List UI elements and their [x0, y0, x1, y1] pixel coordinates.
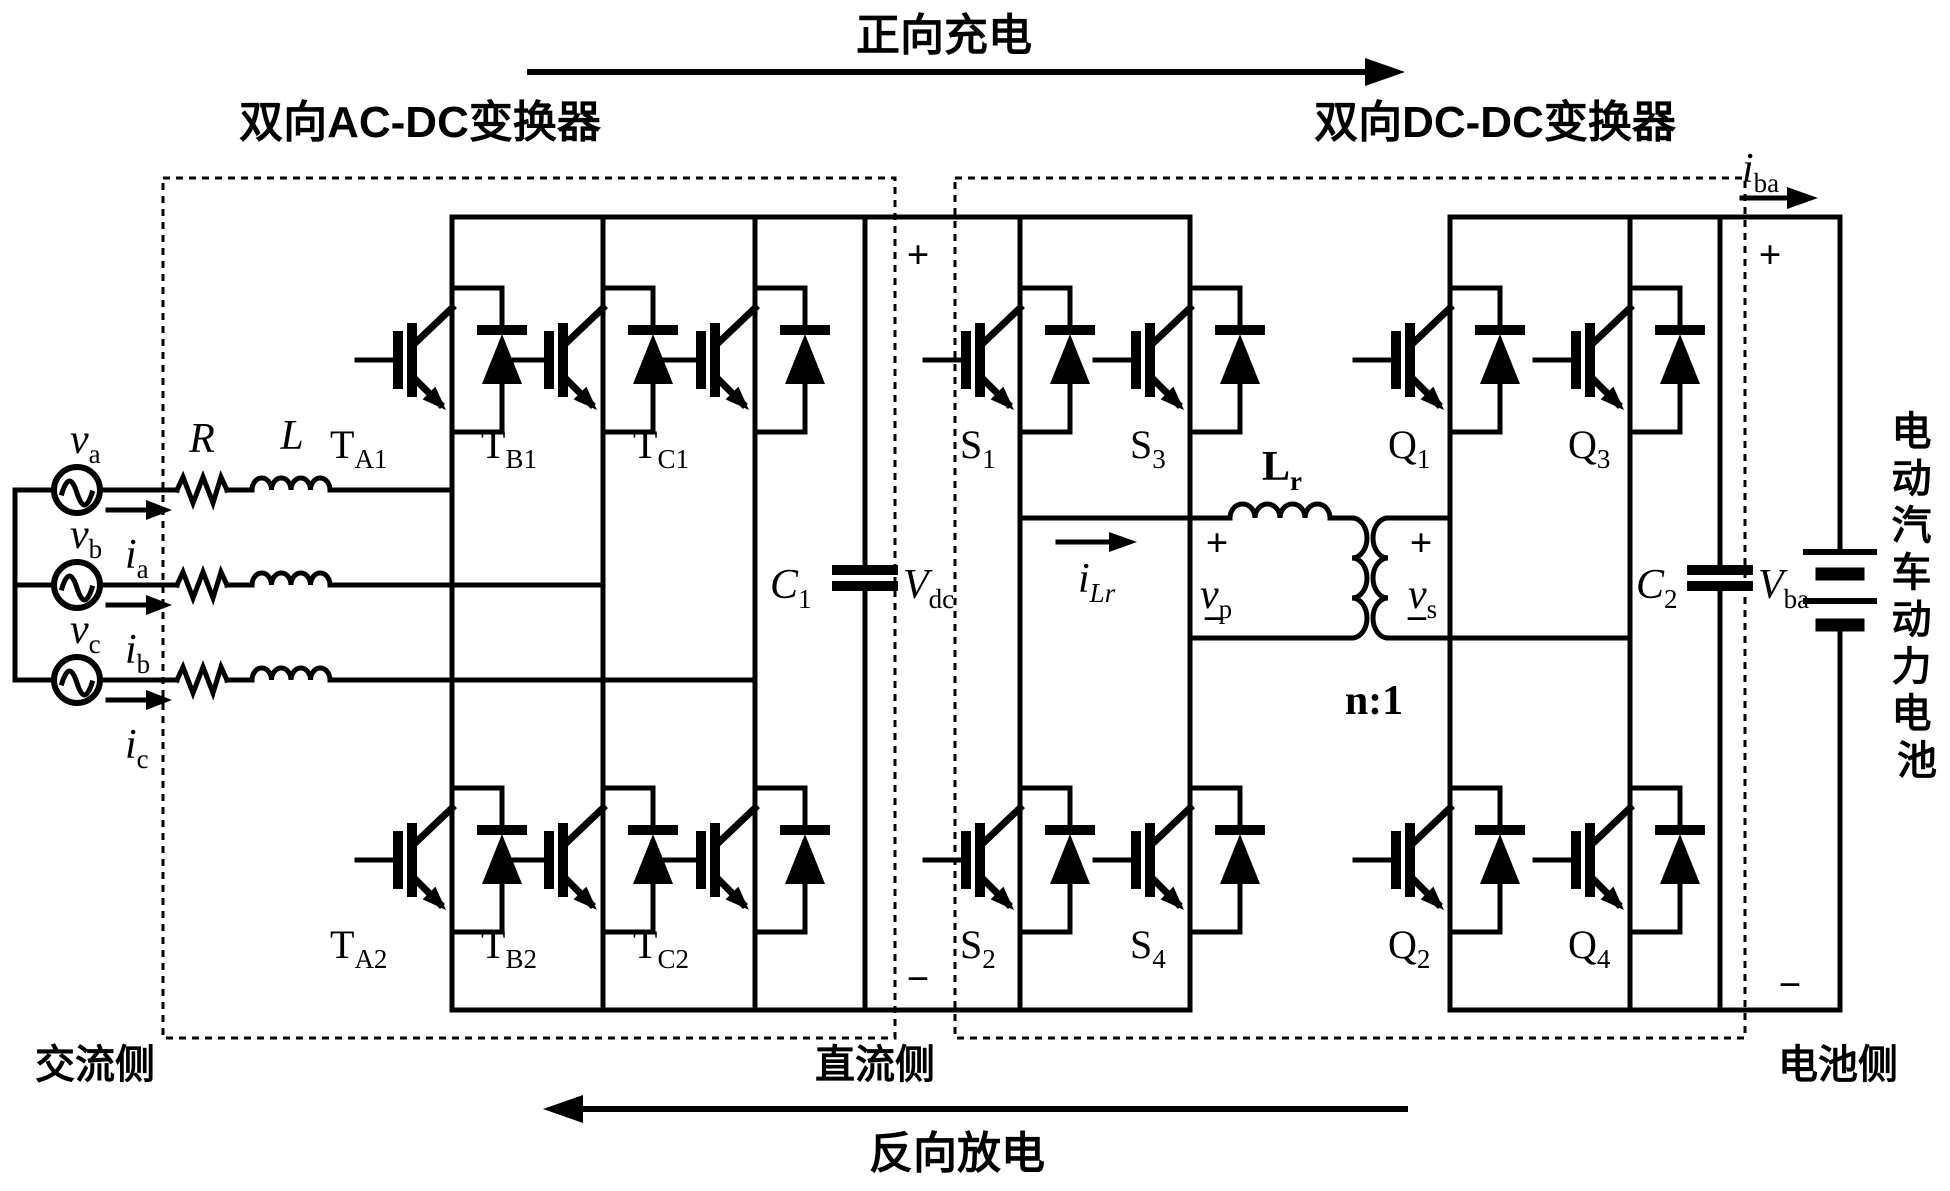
capacitor-c2 — [1687, 214, 1753, 1013]
reverse-discharge-label: 反向放电 — [869, 1129, 1045, 1178]
ilr-label: iLr — [1078, 556, 1116, 608]
ac-side-label: 交流侧 — [35, 1043, 155, 1087]
s2-label: S2 — [960, 922, 996, 974]
vp-plus: + — [1206, 520, 1229, 565]
forward-charge-label: 正向充电 — [856, 11, 1032, 60]
tc1-label: TC1 — [633, 422, 689, 474]
vdc-label: Vdc — [903, 562, 954, 614]
ta1-label: TA1 — [330, 422, 387, 474]
ib-label: ib — [125, 627, 150, 679]
turns-ratio-label: n:1 — [1345, 678, 1403, 724]
resistor-label: R — [188, 416, 215, 462]
dcdc-header: 双向DC-DC变换器 — [1314, 98, 1677, 147]
dc-side-label: 直流侧 — [815, 1043, 935, 1087]
vs-plus: + — [1410, 520, 1433, 565]
battery-side-label: 电池侧 — [1778, 1043, 1898, 1087]
vs-minus: − — [1406, 596, 1429, 641]
c2-label: C2 — [1636, 562, 1678, 614]
battery-symbol — [1803, 214, 1877, 1013]
ic-label: ic — [125, 722, 149, 774]
transformer-primary-winding — [1349, 515, 1370, 641]
vba-label: Vba — [1758, 562, 1809, 614]
phase-b-branch — [97, 565, 606, 606]
battery-name: 电 动 汽 车 动 力 电 池 — [1891, 410, 1942, 783]
vp-minus: − — [1203, 596, 1226, 641]
tc2-label: TC2 — [633, 922, 689, 974]
capacitor-c1 — [832, 214, 898, 1013]
c1-label: C1 — [770, 562, 812, 614]
vs-label: vs — [1408, 572, 1437, 624]
ac-neutral-rail — [12, 487, 57, 683]
inductor-label: L — [279, 413, 303, 459]
s3-label: S3 — [1130, 422, 1166, 474]
resonant-link — [1017, 501, 1633, 641]
va-label: va — [70, 417, 101, 469]
ia-arrow — [105, 500, 172, 520]
vb-label: vb — [70, 512, 102, 564]
acdc-converter-box — [161, 176, 897, 1040]
forward-charge-arrow — [527, 58, 1405, 86]
q3-label: Q3 — [1568, 422, 1610, 474]
phase-a-branch — [97, 470, 455, 511]
q1-label: Q1 — [1388, 422, 1430, 474]
vba-plus: + — [1759, 232, 1782, 277]
tb2-label: TB2 — [481, 922, 537, 974]
ic-arrow — [105, 690, 172, 710]
iba-arrow — [1739, 187, 1818, 209]
q2-label: Q2 — [1388, 922, 1430, 974]
vdc-plus: + — [907, 232, 930, 277]
lr-label: Lr — [1262, 444, 1302, 496]
s4-label: S4 — [1130, 922, 1166, 974]
vba-minus: − — [1779, 962, 1802, 1007]
reverse-discharge-arrow — [543, 1095, 1408, 1123]
vdc-minus: − — [907, 956, 930, 1001]
ilr-arrow — [1055, 532, 1137, 552]
q4-label: Q4 — [1568, 922, 1611, 974]
ta2-label: TA2 — [330, 922, 387, 974]
vp-label: vp — [1200, 572, 1232, 624]
s1-label: S1 — [960, 422, 996, 474]
transformer-secondary-winding — [1370, 515, 1391, 641]
ib-arrow — [105, 595, 172, 615]
vc-label: vc — [70, 607, 101, 659]
ia-label: ia — [125, 532, 149, 584]
acdc-header: 双向AC-DC变换器 — [239, 98, 602, 147]
iba-label: iba — [1742, 146, 1779, 198]
dcdc-converter-box — [953, 176, 1747, 1040]
phase-c-branch — [97, 660, 758, 701]
tb1-label: TB1 — [481, 422, 537, 474]
